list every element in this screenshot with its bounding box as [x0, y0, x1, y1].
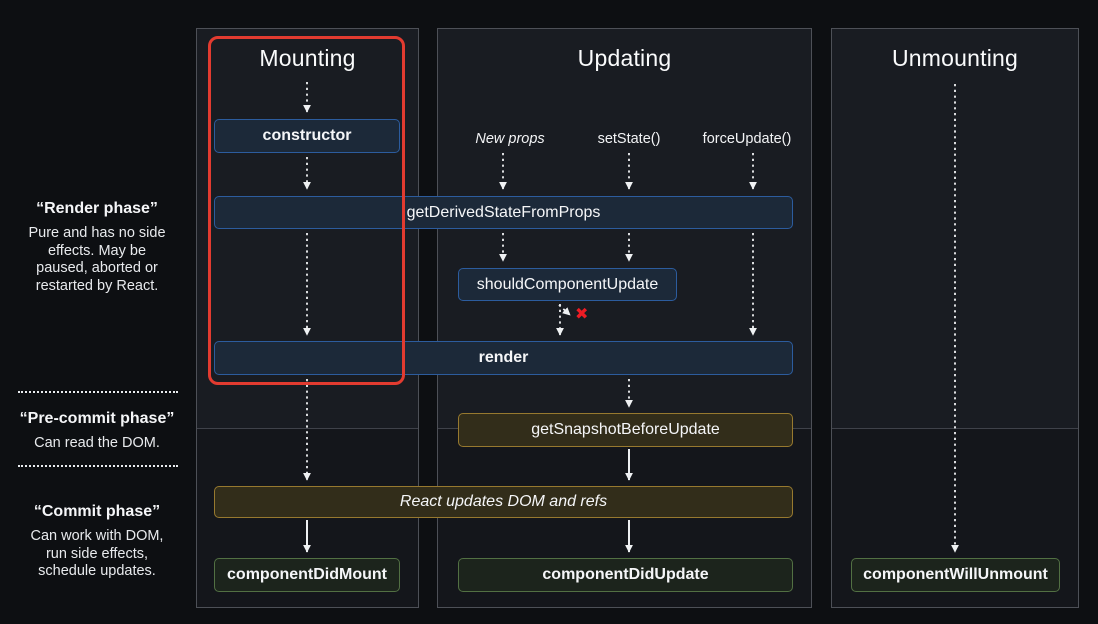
react-updates-dom-box: React updates DOM and refs	[214, 486, 793, 518]
get-derived-state-from-props-box: getDerivedStateFromProps	[214, 196, 793, 229]
component-did-mount-box: componentDidMount	[214, 558, 400, 592]
trigger-new-props: New props	[475, 131, 545, 147]
component-will-unmount-box: componentWillUnmount	[851, 558, 1060, 592]
component-did-update-box: componentDidUpdate	[458, 558, 793, 592]
phase-render-line: restarted by React.	[35, 277, 159, 294]
phase-commit-line: run side effects,	[45, 545, 149, 562]
constructor-box: constructor	[214, 119, 400, 153]
phase-render-line: effects. May be	[47, 242, 147, 259]
phase-render-line: paused, aborted or	[36, 260, 158, 276]
phase-separator	[18, 465, 178, 467]
phase-pre-commit-line: Can read the DOM.	[34, 435, 160, 451]
column-unmounting-title: Unmounting	[891, 45, 1019, 71]
phase-commit-line: Can work with DOM,	[30, 528, 164, 544]
phase-commit-line: schedule updates.	[38, 563, 156, 579]
render-box: render	[214, 341, 793, 375]
column-updating-title: Updating	[577, 45, 672, 71]
phase-pre-commit-description: Can read the DOM.	[12, 435, 182, 453]
trigger-force-update: forceUpdate()	[702, 131, 792, 147]
phase-commit-heading: “Commit phase”	[33, 503, 161, 520]
phase-separator	[18, 391, 178, 393]
no-update-x-icon: ✖	[575, 306, 589, 323]
column-unmounting: Unmounting	[831, 28, 1079, 608]
phase-render-heading: “Render phase”	[36, 200, 158, 217]
phase-pre-commit: “Pre-commit phase” Can read the DOM.	[12, 410, 182, 453]
column-updating: Updating	[437, 28, 812, 608]
trigger-set-state: setState()	[597, 131, 661, 147]
get-snapshot-before-update-box: getSnapshotBeforeUpdate	[458, 413, 793, 447]
phase-render-line: Pure and has no side	[28, 225, 166, 241]
column-mounting: Mounting	[196, 28, 419, 608]
phase-render-description: Pure and has no side effects. May be pau…	[12, 225, 182, 295]
phase-pre-commit-heading: “Pre-commit phase”	[19, 410, 175, 427]
should-component-update-box: shouldComponentUpdate	[458, 268, 677, 301]
phase-commit-description: Can work with DOM, run side effects, sch…	[12, 528, 182, 581]
phase-commit: “Commit phase” Can work with DOM, run si…	[12, 503, 182, 581]
column-mounting-title: Mounting	[259, 45, 356, 71]
phase-render: “Render phase” Pure and has no side effe…	[12, 200, 182, 295]
